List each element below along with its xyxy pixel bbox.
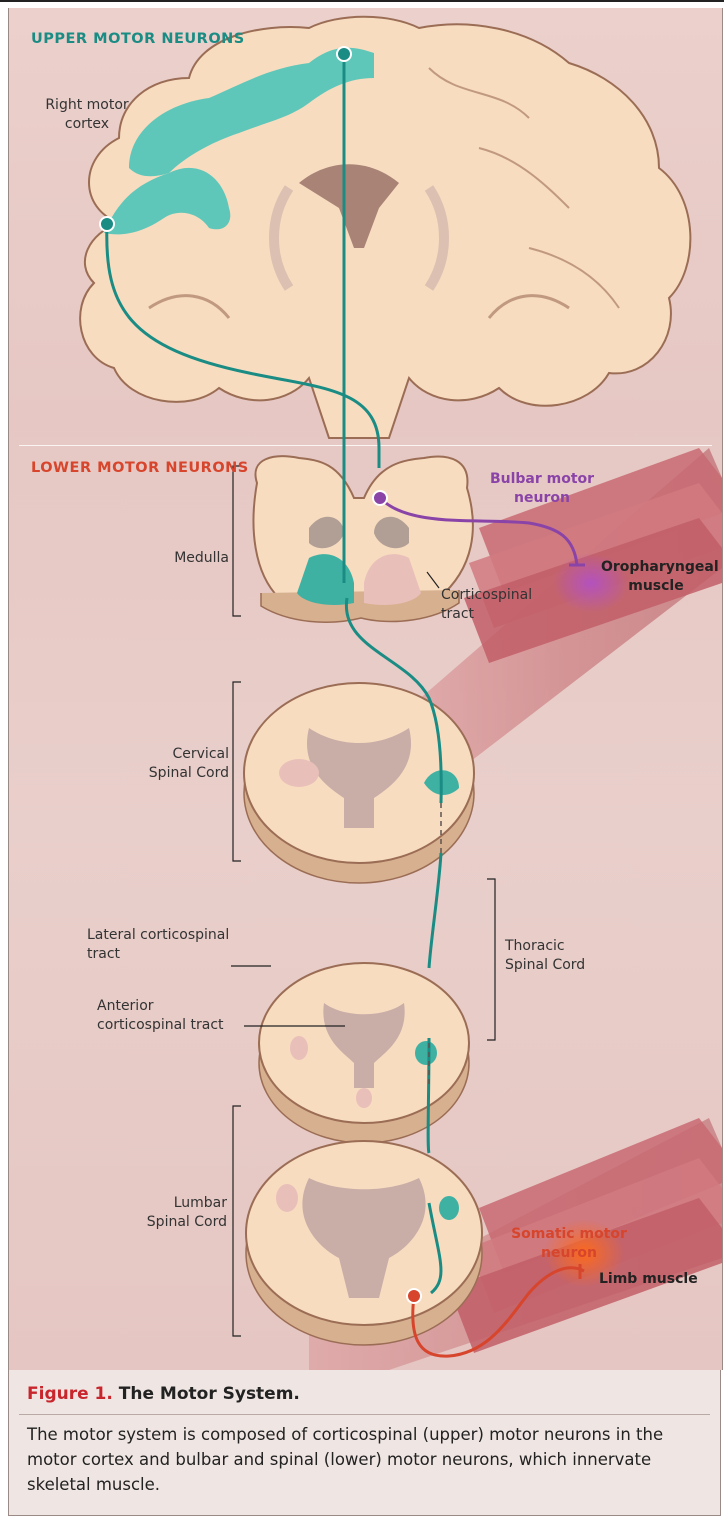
top-rule xyxy=(0,0,724,2)
thoracic-spinal-cord-label: Thoracic Spinal Cord xyxy=(505,937,605,975)
caption-rule xyxy=(19,1414,710,1415)
right-motor-cortex-label: Right motor cortex xyxy=(33,96,141,134)
lumbar-cord-section xyxy=(246,1141,482,1345)
cervical-spinal-cord-label: Cervical Spinal Cord xyxy=(129,745,229,783)
upper-neuron-soma-lateral xyxy=(100,217,114,231)
illustration-panel: UPPER MOTOR NEURONS LOWER MOTOR NEURONS … xyxy=(8,8,723,1370)
bulbar-motor-neuron-label: Bulbar motor neuron xyxy=(477,470,607,508)
somatic-motor-neuron-label: Somatic motor neuron xyxy=(509,1225,629,1263)
corticospinal-tract-label: Corticospinal tract xyxy=(441,586,551,624)
lower-motor-neurons-heading: LOWER MOTOR NEURONS xyxy=(31,459,249,478)
oropharyngeal-muscle-label: Oropharyngeal muscle xyxy=(601,558,711,596)
medulla-label: Medulla xyxy=(149,549,229,568)
upper-motor-neurons-heading: UPPER MOTOR NEURONS xyxy=(31,30,245,49)
lumbar-spinal-cord-label: Lumbar Spinal Cord xyxy=(127,1194,227,1232)
caption-body: The motor system is composed of corticos… xyxy=(27,1422,707,1497)
lateral-corticospinal-tract-label: Lateral corticospinal tract xyxy=(87,926,237,964)
thoracic-cord-section xyxy=(259,963,469,1143)
figure-caption: Figure 1. The Motor System. The motor sy… xyxy=(8,1370,721,1516)
figure-title: The Motor System. xyxy=(119,1384,300,1404)
upper-neuron-soma-medial xyxy=(337,47,351,61)
figure-number: Figure 1. xyxy=(27,1384,113,1404)
limb-muscle-label: Limb muscle xyxy=(599,1270,709,1289)
brain-coronal-section xyxy=(80,17,690,438)
anterior-corticospinal-tract-label: Anterior corticospinal tract xyxy=(97,997,247,1035)
motor-system-illustration xyxy=(9,8,722,1370)
medulla-section xyxy=(253,456,472,622)
caption-title: Figure 1. The Motor System. xyxy=(27,1384,300,1404)
